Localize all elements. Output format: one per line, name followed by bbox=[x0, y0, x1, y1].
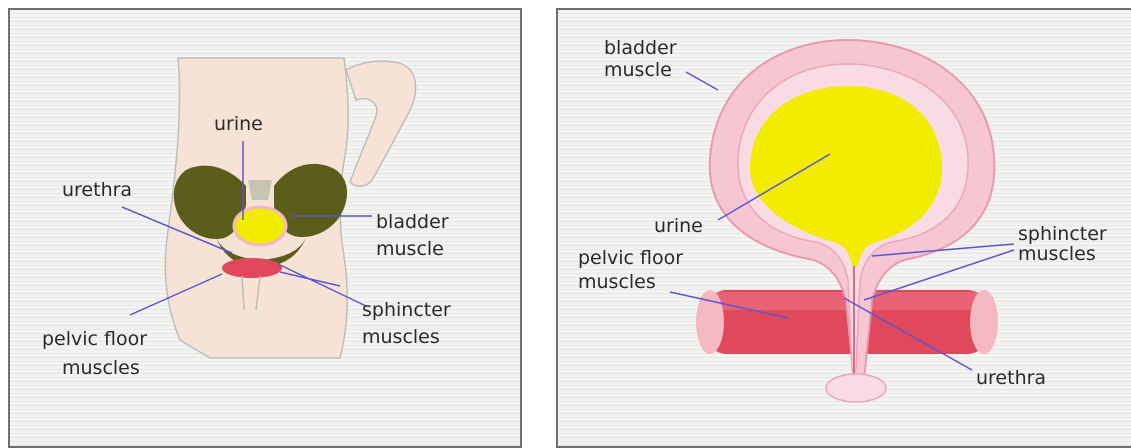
pelvic-floor-muscle bbox=[222, 258, 282, 278]
label-bladder-line1: bladder bbox=[604, 37, 677, 59]
bladder-illustration: bladder muscle urine sphincter muscles p… bbox=[558, 10, 1131, 448]
label-sphincter-line1: sphincter bbox=[362, 299, 451, 321]
panel-pelvis-front-view: urine urethra bladder muscle sphincter m… bbox=[8, 8, 522, 448]
label-urine: urine bbox=[214, 113, 263, 135]
label-urethra: urethra bbox=[976, 367, 1046, 389]
label-pelvic-floor-line1: pelvic floor bbox=[42, 328, 147, 350]
label-sphincter-line2: muscles bbox=[362, 326, 440, 348]
bladder bbox=[234, 207, 286, 245]
sacrum bbox=[248, 180, 272, 200]
label-pelvic-floor-line1: pelvic floor bbox=[578, 247, 683, 269]
pelvic-floor-left-end bbox=[696, 290, 724, 354]
label-urine: urine bbox=[654, 215, 703, 237]
pelvic-floor-right-end bbox=[970, 290, 998, 354]
label-pelvic-floor-line2: muscles bbox=[578, 271, 656, 293]
label-sphincter-line1: sphincter bbox=[1018, 223, 1107, 245]
label-bladder-line2: muscle bbox=[604, 59, 672, 81]
pelvis-front-illustration: urine urethra bladder muscle sphincter m… bbox=[10, 10, 522, 448]
arm-outline bbox=[346, 61, 416, 186]
panel-bladder-cross-section: bladder muscle urine sphincter muscles p… bbox=[556, 8, 1131, 448]
urethra-outlet bbox=[826, 374, 886, 402]
label-bladder-line2: muscle bbox=[376, 238, 444, 260]
leader-bladder-muscle bbox=[686, 72, 718, 90]
label-sphincter-line2: muscles bbox=[1018, 243, 1096, 265]
label-pelvic-floor-line2: muscles bbox=[62, 357, 140, 379]
label-bladder-line1: bladder bbox=[376, 211, 449, 233]
label-urethra: urethra bbox=[62, 179, 132, 201]
